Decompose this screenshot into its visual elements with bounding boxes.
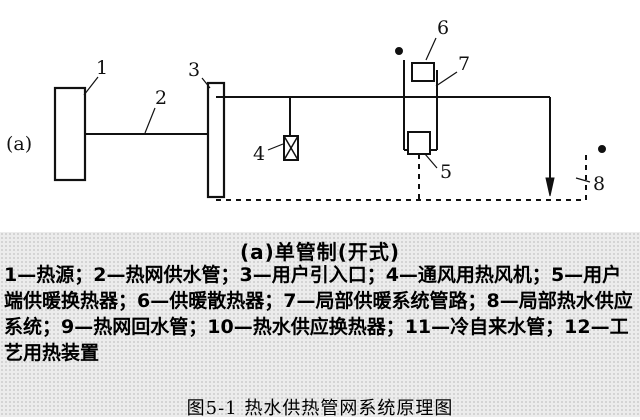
user-inlet-box bbox=[206, 81, 226, 199]
heating-network-diagram: (a) 1 2 3 4 5 6 7 8 bbox=[6, 17, 606, 201]
return-pipe-dashed bbox=[216, 150, 587, 201]
legend-item: 5—用户端供暖换热器； bbox=[4, 264, 622, 312]
legend-item: 11—冷自来水管； bbox=[404, 316, 565, 338]
callout-8: 8 bbox=[593, 173, 605, 195]
legend-item: 7—局部供暖系统管路； bbox=[283, 290, 487, 312]
legend-item: 9—热网回水管； bbox=[61, 316, 208, 338]
flow-arrow-icon bbox=[545, 177, 555, 197]
callout-3: 3 bbox=[188, 59, 200, 81]
legend-item: 2—热网供水管； bbox=[93, 264, 240, 286]
fan-heater-box bbox=[283, 135, 299, 161]
heat-source-box bbox=[53, 86, 87, 182]
callout-1: 1 bbox=[96, 57, 108, 79]
legend-item: 6—供暖散热器； bbox=[137, 290, 284, 312]
figure-caption: 图5-1 热水供热管网系统原理图 bbox=[186, 398, 454, 419]
panel-label: (a) bbox=[6, 133, 32, 155]
radiator-box bbox=[411, 62, 435, 82]
diagram-subtitle: (a)单管制(开式) bbox=[239, 240, 401, 264]
legend-item: 1—热源； bbox=[4, 264, 94, 286]
legend-panel bbox=[0, 232, 640, 417]
legend-item: 10—热水供应换热器； bbox=[207, 316, 405, 338]
callout-7: 7 bbox=[458, 53, 470, 75]
legend-text: 1—热源；2—热网供水管；3—用户引入口；4—通风用热风机；5—用户端供暖换热器… bbox=[4, 262, 636, 366]
legend-item: 4—通风用热风机； bbox=[385, 264, 551, 286]
callout-6: 6 bbox=[437, 17, 449, 39]
callout-5: 5 bbox=[440, 161, 452, 183]
legend-item: 3—用户引入口； bbox=[239, 264, 386, 286]
callout-4: 4 bbox=[253, 143, 265, 165]
callout-2: 2 bbox=[155, 87, 167, 109]
valve-6-icon bbox=[395, 47, 403, 55]
legend-item: 8—局部热水供应系统； bbox=[4, 290, 633, 338]
exchanger-box bbox=[407, 131, 431, 155]
legend-item: 12—工艺用热装置 bbox=[4, 316, 629, 364]
valve-8-icon bbox=[598, 145, 606, 153]
